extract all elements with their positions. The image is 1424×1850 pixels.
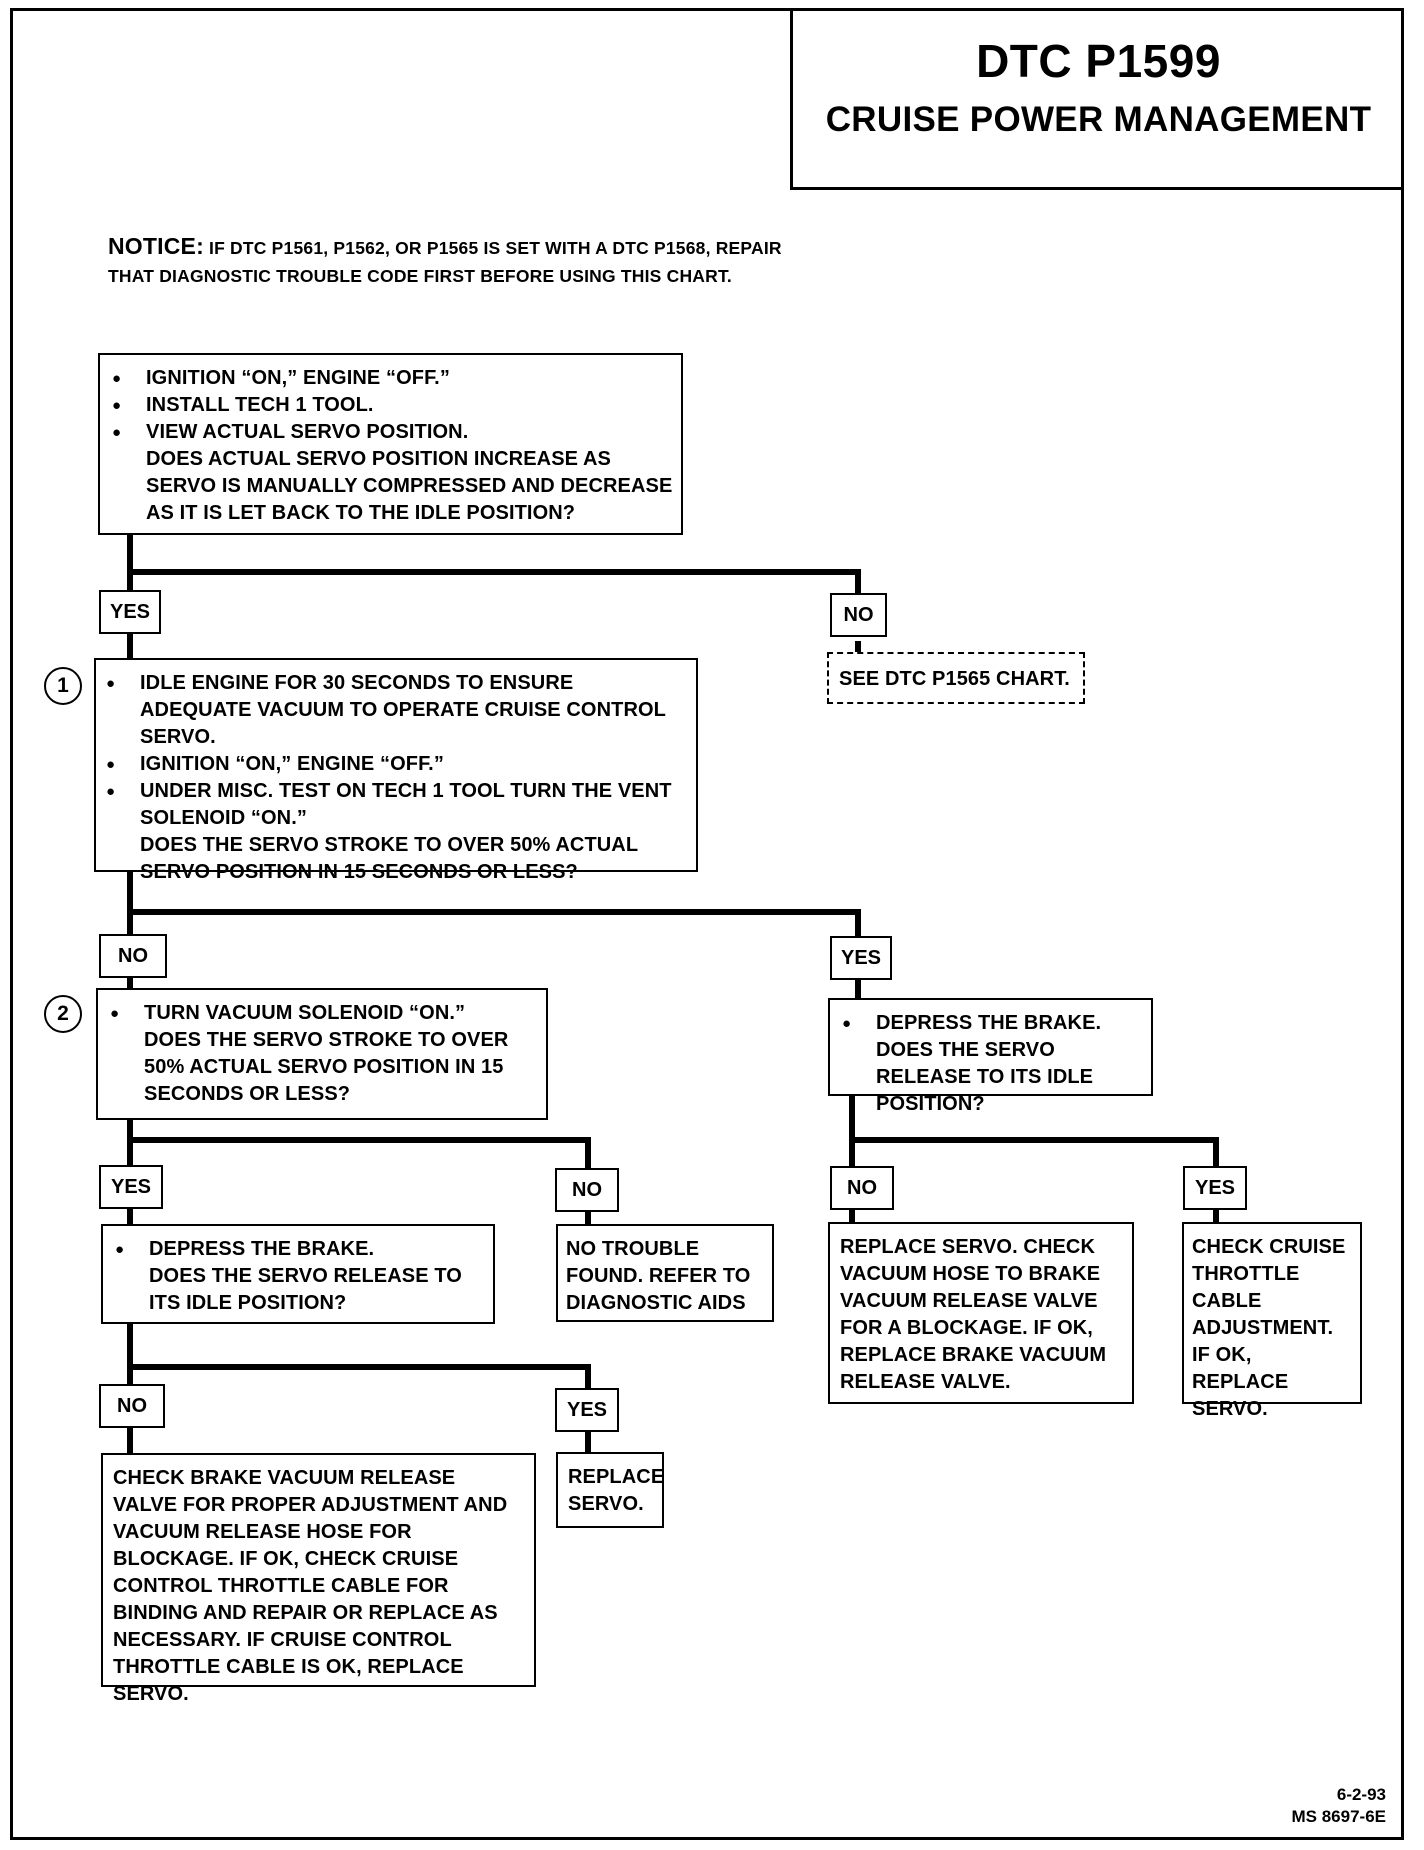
notice-text-2: THAT DIAGNOSTIC TROUBLE CODE FIRST BEFOR…: [108, 266, 732, 286]
bullet-item: UNDER MISC. TEST ON TECH 1 TOOL TURN THE…: [102, 778, 688, 832]
label-no: NO: [555, 1168, 619, 1212]
bullet-item: IGNITION “ON,” ENGINE “OFF.”: [102, 751, 688, 778]
footer-reference: 6-2-93 MS 8697-6E: [1292, 1784, 1387, 1828]
bullet-item: VIEW ACTUAL SERVO POSITION.: [108, 419, 673, 446]
label-no: NO: [830, 1166, 894, 1210]
bullet-item: IDLE ENGINE FOR 30 SECONDS TO ENSURE ADE…: [102, 670, 688, 751]
label-yes: YES: [830, 936, 892, 980]
result-check-brake-valve: CHECK BRAKE VACUUM RELEASE VALVE FOR PRO…: [101, 1453, 536, 1705]
notice: NOTICE: IF DTC P1561, P1562, OR P1565 IS…: [108, 232, 1008, 290]
label-yes: YES: [99, 1165, 163, 1209]
question-text: DOES THE SERVO RELEASE TO ITS IDLE POSIT…: [149, 1265, 462, 1314]
question-text: DOES ACTUAL SERVO POSITION INCREASE AS S…: [146, 448, 673, 524]
step-box-depress-brake-right: DEPRESS THE BRAKE. DOES THE SERVO RELEAS…: [828, 998, 1153, 1115]
result-replace-servo: REPLACE SERVO.: [556, 1452, 664, 1528]
label-no: NO: [99, 934, 167, 978]
page-subtitle: CRUISE POWER MANAGEMENT: [825, 100, 1372, 139]
label-no: NO: [830, 593, 887, 637]
page-frame: [10, 8, 1404, 1840]
notice-text: IF DTC P1561, P1562, OR P1565 IS SET WIT…: [209, 238, 782, 258]
bullet-item: DEPRESS THE BRAKE.: [838, 1010, 1143, 1037]
see-chart-box: SEE DTC P1565 CHART.: [827, 652, 1085, 704]
question-text: DOES THE SERVO RELEASE TO ITS IDLE POSIT…: [876, 1039, 1094, 1115]
result-check-cruise-throttle: CHECK CRUISE THROTTLE CABLE ADJUSTMENT. …: [1182, 1222, 1362, 1420]
label-yes: YES: [1183, 1166, 1247, 1210]
step-box-vent-solenoid: IDLE ENGINE FOR 30 SECONDS TO ENSURE ADE…: [94, 658, 698, 883]
bullet-item: IGNITION “ON,” ENGINE “OFF.”: [108, 365, 673, 392]
label-yes: YES: [99, 590, 161, 634]
step-marker-2: 2: [44, 995, 82, 1033]
question-text: DOES THE SERVO STROKE TO OVER 50% ACTUAL…: [144, 1029, 509, 1105]
label-no: NO: [99, 1384, 165, 1428]
question-text: DOES THE SERVO STROKE TO OVER 50% ACTUAL…: [140, 834, 638, 883]
footer-date: 6-2-93: [1336, 1785, 1386, 1804]
step-box-servo-position: IGNITION “ON,” ENGINE “OFF.” INSTALL TEC…: [98, 353, 683, 535]
bullet-item: DEPRESS THE BRAKE.: [111, 1236, 485, 1263]
title-block: DTC P1599 CRUISE POWER MANAGEMENT: [790, 8, 1404, 190]
step-box-vacuum-solenoid: TURN VACUUM SOLENOID “ON.” DOES THE SERV…: [96, 988, 548, 1120]
bullet-item: TURN VACUUM SOLENOID “ON.”: [106, 1000, 538, 1027]
result-replace-servo-check-hose: REPLACE SERVO. CHECK VACUUM HOSE TO BRAK…: [828, 1222, 1134, 1404]
notice-label: NOTICE:: [108, 233, 204, 259]
step-marker-1: 1: [44, 667, 82, 705]
bullet-item: INSTALL TECH 1 TOOL.: [108, 392, 673, 419]
step-box-depress-brake-left: DEPRESS THE BRAKE. DOES THE SERVO RELEAS…: [101, 1224, 495, 1324]
label-yes: YES: [555, 1388, 619, 1432]
result-no-trouble-found: NO TROUBLE FOUND. REFER TO DIAGNOSTIC AI…: [556, 1224, 774, 1322]
page-title: DTC P1599: [976, 35, 1221, 87]
footer-code: MS 8697-6E: [1291, 1807, 1387, 1826]
